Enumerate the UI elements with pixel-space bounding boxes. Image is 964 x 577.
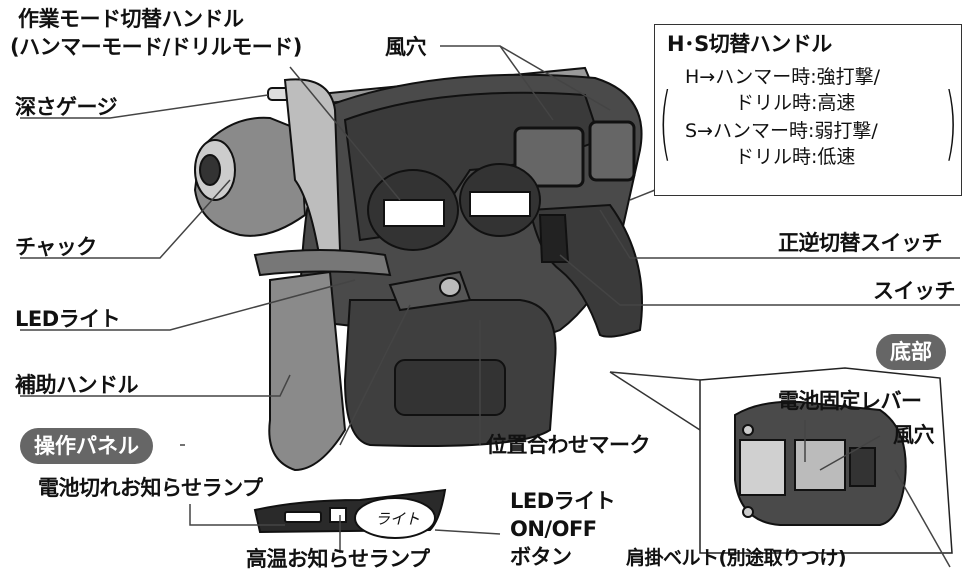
led-button-label-line2: ON/OFF [510, 517, 597, 541]
bottom-view-inset [609, 367, 953, 554]
temp-lamp-label: 高温お知らせランプ [246, 547, 430, 571]
operation-panel-pill: 操作パネル [20, 428, 153, 464]
led-light-label: LEDライト [15, 307, 121, 331]
bottom-view-pill: 底部 [876, 334, 946, 370]
leader-lines [20, 45, 960, 568]
vent-top-label: 風穴 [385, 35, 427, 59]
hs-line-1: H→ハンマー時:強打撃/ [685, 66, 881, 88]
mode-handle-label-line2: (ハンマーモード/ドリルモード) [10, 35, 302, 59]
battery-lever-label: 電池固定レバー [778, 389, 922, 413]
shoulder-belt-label: 肩掛ベルト(別途取りつけ) [626, 547, 847, 569]
aux-handle-label: 補助ハンドル [15, 373, 139, 397]
hs-line-2: ドリル時:高速 [735, 92, 856, 114]
hs-switch-info-box: H･S切替ハンドル ( ) H→ハンマー時:強打撃/ ドリル時:高速 S→ハンマ… [654, 24, 962, 196]
reverse-switch-label: 正逆切替スイッチ [778, 231, 943, 255]
hs-line-4: ドリル時:低速 [735, 146, 856, 168]
operation-panel-illustration [253, 488, 447, 539]
hs-line-3: S→ハンマー時:弱打撃/ [685, 120, 878, 142]
battery-lamp-label: 電池切れお知らせランプ [38, 476, 263, 500]
align-mark-label: 位置合わせマーク [486, 433, 651, 457]
mode-handle-label-line1: 作業モード切替ハンドル [18, 7, 244, 31]
hs-box-title: H･S切替ハンドル [667, 32, 832, 56]
panel-light-button-text: ライト [375, 510, 421, 528]
chuck-label: チャック [15, 235, 97, 259]
depth-gauge-label: 深さゲージ [15, 95, 118, 119]
led-button-label-line3: ボタン [510, 545, 572, 569]
left-paren: ( [659, 76, 672, 169]
right-paren: ) [944, 76, 957, 169]
vent-bottom-label: 風穴 [893, 423, 935, 447]
switch-label: スイッチ [873, 279, 956, 303]
led-button-label-line1: LEDライト [510, 489, 616, 513]
hammer-drill-body [193, 66, 643, 472]
